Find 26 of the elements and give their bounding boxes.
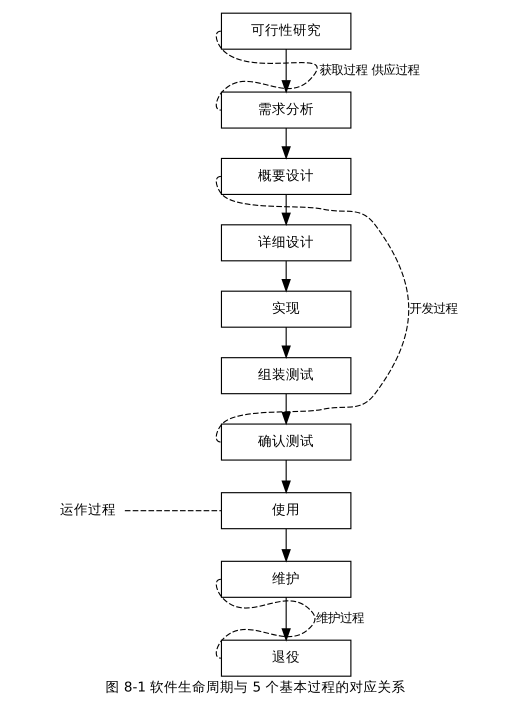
arrow [280, 528, 290, 563]
arrow [280, 597, 290, 642]
node-box: 需求分析 [220, 91, 351, 129]
edge-label: 维护过程 [316, 610, 364, 625]
arrow [280, 261, 290, 293]
node-text: 运作过程 [60, 502, 116, 518]
node-box: 详细设计 [220, 224, 351, 262]
node-box: 可行性研究 [220, 12, 351, 50]
edge-label: 获取过程 供应过程 [318, 62, 419, 77]
node-box: 组装测试 [220, 357, 351, 394]
arrow [280, 328, 290, 359]
caption: 图 8-1 软件生命周期与 5 个基本过程的对应关系 [105, 679, 405, 696]
arrow [280, 394, 290, 426]
connector [124, 510, 221, 512]
arrow [280, 460, 290, 494]
node-box: 维护 [220, 560, 351, 598]
node-box: 确认测试 [220, 423, 351, 461]
node-box: 实现 [220, 290, 351, 328]
node-box: 概要设计 [220, 158, 351, 195]
arrow [280, 194, 290, 226]
arrow [280, 128, 290, 160]
node-box: 使用 [220, 492, 351, 530]
edge-label: 开发过程 [409, 301, 458, 316]
node-box: 退役 [220, 640, 351, 677]
arrow [280, 49, 290, 94]
connector [215, 176, 409, 442]
